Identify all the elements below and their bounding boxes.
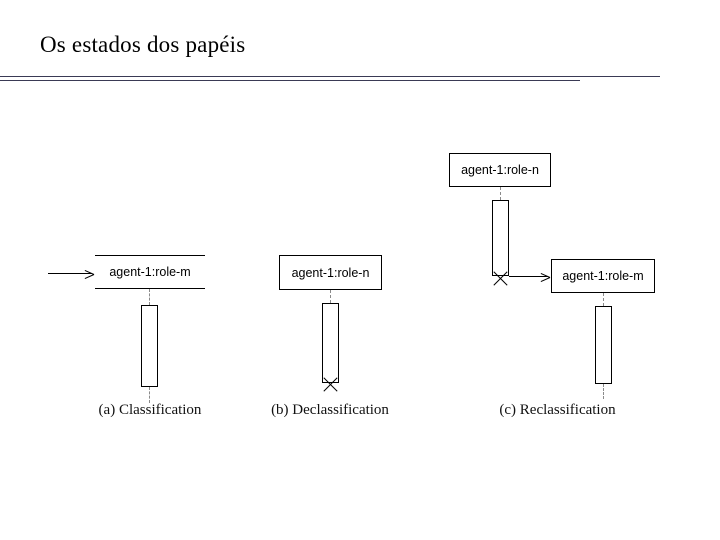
lifeline-head-role-m-a: agent-1:role-m: [95, 255, 205, 289]
lifeline-dash-a-upper: [149, 289, 150, 305]
lifeline-dash-c-target-upper: [603, 293, 604, 306]
lifeline-label: agent-1:role-n: [461, 163, 539, 177]
classification-arrow-head: [84, 268, 95, 279]
activation-bar-c-target: [595, 306, 612, 384]
reclassification-arrow-shaft: [509, 276, 548, 277]
activation-bar-a: [141, 305, 158, 387]
lifeline-head-role-m-c: agent-1:role-m: [551, 259, 655, 293]
activation-bar-c-source: [492, 200, 509, 276]
activation-bar-b: [322, 303, 339, 383]
lifeline-dash-a-lower: [149, 387, 150, 403]
caption-classification: (a) Classification: [98, 402, 202, 418]
caption-reclassification: (c) Reclassification: [499, 402, 616, 418]
termination-x-b: [321, 374, 340, 393]
title-divider-primary: [0, 76, 660, 77]
lifeline-head-role-n-b: agent-1:role-n: [279, 255, 382, 290]
page-title: Os estados dos papéis: [40, 32, 246, 57]
lifeline-label: agent-1:role-n: [291, 265, 370, 280]
lifeline-label: agent-1:role-m: [109, 265, 191, 279]
lifeline-label: agent-1:role-m: [562, 269, 644, 283]
title-divider-secondary: [0, 80, 580, 81]
reclassification-arrow-head: [540, 271, 551, 282]
lifeline-dash-b-upper: [330, 290, 331, 303]
lifeline-dash-c-source-upper: [500, 187, 501, 200]
termination-x-c: [491, 268, 510, 287]
lifeline-dash-c-target-lower: [603, 384, 604, 399]
classification-arrow-shaft: [48, 273, 92, 274]
caption-declassification: (b) Declassification: [271, 402, 389, 418]
lifeline-head-role-n-c: agent-1:role-n: [449, 153, 551, 187]
